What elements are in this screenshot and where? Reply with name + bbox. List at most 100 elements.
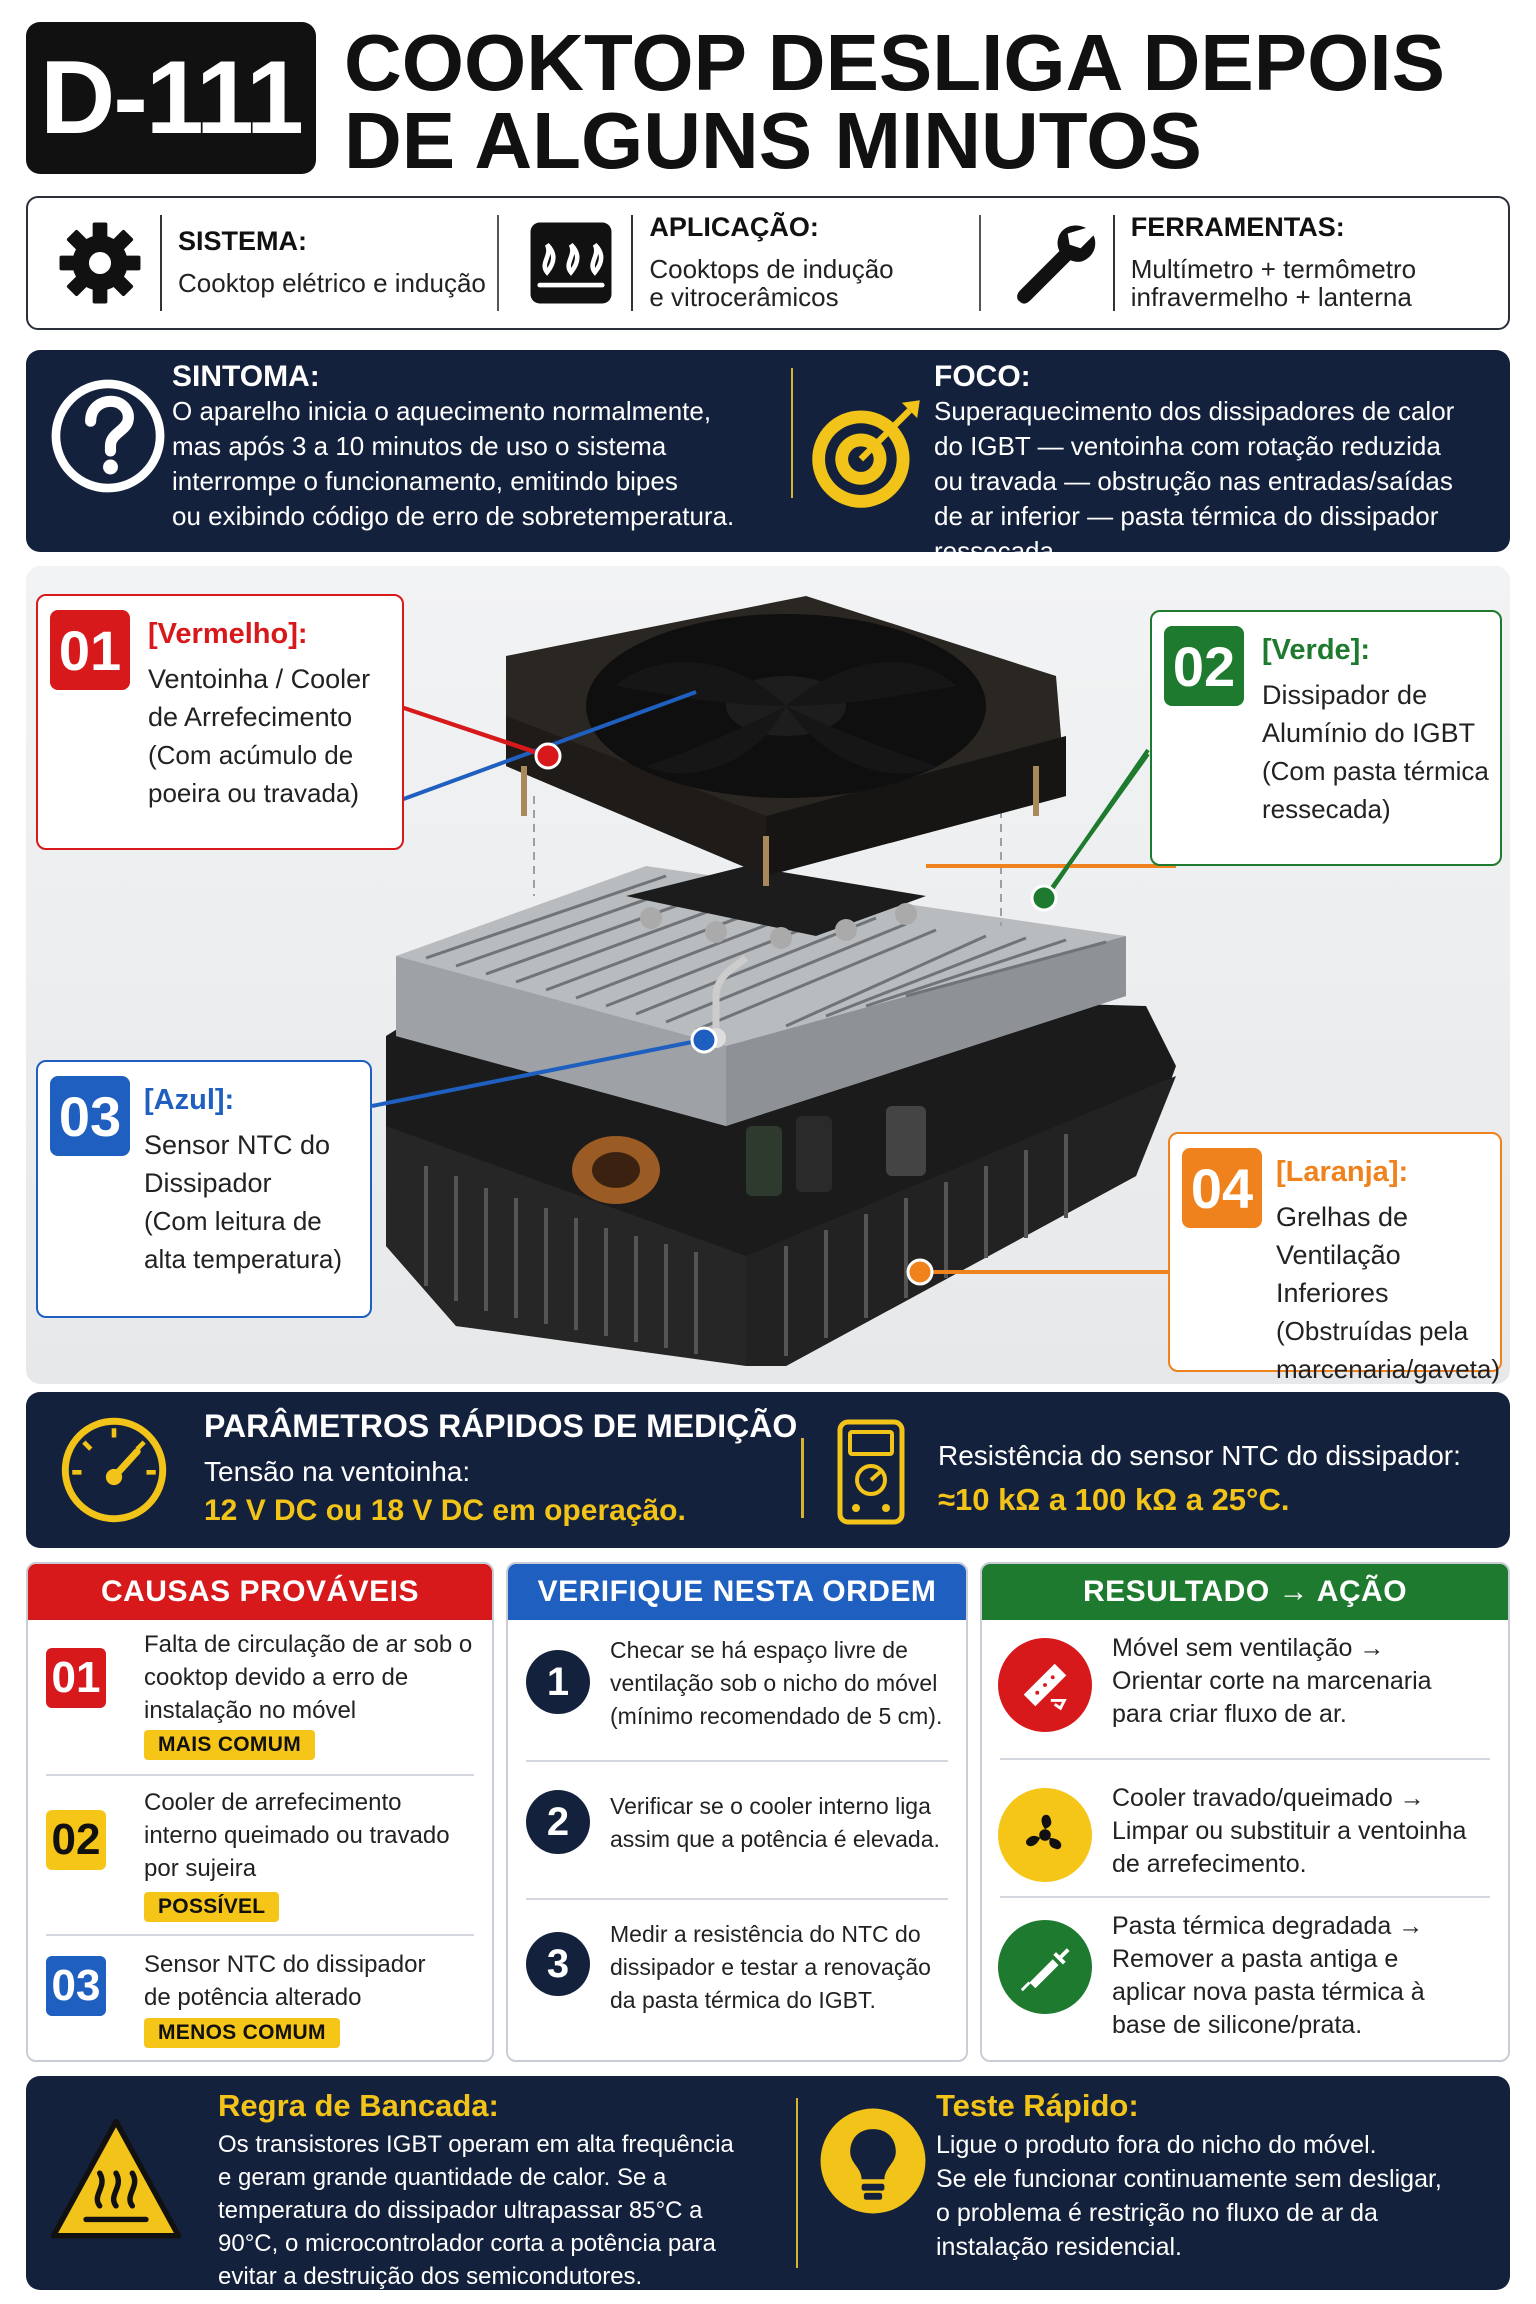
teste-line: o problema é restrição no fluxo de ar da bbox=[936, 2199, 1378, 2227]
callout-sub: poeira ou travada) bbox=[148, 778, 360, 808]
likelihood-badge: MENOS COMUM bbox=[144, 2018, 340, 2048]
sintoma-block: SINTOMA: O aparelho inicia o aquecimento… bbox=[172, 360, 772, 534]
callout-01-fan: 01 [Vermelho]: Ventoinha / Cooler de Arr… bbox=[36, 594, 404, 850]
foco-block: FOCO: Superaquecimento dos dissipadores … bbox=[934, 360, 1504, 569]
callout-line: Dissipador de bbox=[1262, 680, 1428, 710]
params-panel: PARÂMETROS RÁPIDOS DE MEDIÇÃO Tensão na … bbox=[26, 1392, 1510, 1548]
result-text: Móvel sem ventilação → Orientar corte na… bbox=[1112, 1632, 1432, 1731]
page-title: COOKTOP DESLIGA DEPOIS DE ALGUNS MINUTOS bbox=[344, 23, 1445, 185]
causa-line: instalação no móvel bbox=[144, 1697, 357, 1724]
callout-title: [Azul]: bbox=[144, 1084, 235, 1116]
causa-line: Cooler de arrefecimento bbox=[144, 1789, 402, 1816]
regra-line: evitar a destruição dos semicondutores. bbox=[218, 2263, 643, 2290]
step-number: 3 bbox=[526, 1932, 590, 1996]
teste-text: Ligue o produto fora do nicho do móvel. … bbox=[936, 2128, 1496, 2264]
result-line: Orientar corte na marcenaria bbox=[1112, 1667, 1432, 1695]
sintoma-line: O aparelho inicia o aquecimento normalme… bbox=[172, 396, 712, 426]
resultado-column: RESULTADO → AÇÃO Móvel sem ventilação → … bbox=[980, 1562, 1510, 2062]
callout-line: de Arrefecimento bbox=[148, 702, 353, 732]
callout-sub: (Obstruídas pela bbox=[1276, 1316, 1469, 1346]
step-number: 1 bbox=[526, 1650, 590, 1714]
sintoma-line: interrompe o funcionamento, emitindo bip… bbox=[172, 466, 678, 496]
gear-icon bbox=[50, 213, 150, 313]
title-line-2: DE ALGUNS MINUTOS bbox=[344, 96, 1202, 185]
step-text: Medir a resistência do NTC do dissipador… bbox=[610, 1918, 931, 2017]
gauge-icon bbox=[56, 1412, 172, 1528]
causa-line: Falta de circulação de ar sob o bbox=[144, 1631, 473, 1658]
fan-icon bbox=[998, 1788, 1092, 1882]
info-sistema: SISTEMA: Cooktop elétrico e indução bbox=[28, 198, 497, 328]
causa-text: Cooler de arrefecimento interno queimado… bbox=[144, 1786, 450, 1885]
sintoma-line: mas após 3 a 10 minutos de uso o sistema bbox=[172, 431, 667, 461]
step-line: Verificar se o cooler interno liga bbox=[610, 1793, 931, 1819]
callout-title: [Verde]: bbox=[1262, 634, 1370, 666]
step-text: Verificar se o cooler interno liga assim… bbox=[610, 1790, 940, 1856]
regra-label: Regra de Bancada: bbox=[218, 2088, 499, 2123]
result-line: Pasta térmica degradada → bbox=[1112, 1912, 1424, 1940]
sintoma-label: SINTOMA: bbox=[172, 360, 320, 393]
sistema-value: Cooktop elétrico e indução bbox=[178, 267, 486, 298]
callout-04-vents: 04 [Laranja]: Grelhas de Ventilação Infe… bbox=[1168, 1132, 1502, 1384]
result-line: aplicar nova pasta térmica à bbox=[1112, 1978, 1425, 2006]
callout-text: Ventoinha / Cooler de Arrefecimento (Com… bbox=[148, 660, 370, 812]
teste-line: instalação residencial. bbox=[936, 2233, 1182, 2261]
params-left-label: Tensão na ventoinha: bbox=[204, 1456, 471, 1487]
foco-text: Superaquecimento dos dissipadores de cal… bbox=[934, 394, 1504, 569]
callout-02-heatsink: 02 [Verde]: Dissipador de Alumínio do IG… bbox=[1150, 610, 1502, 866]
callout-number: 04 bbox=[1182, 1148, 1262, 1228]
symptom-panel: SINTOMA: O aparelho inicia o aquecimento… bbox=[26, 350, 1510, 566]
causa-line: de potência alterado bbox=[144, 1984, 362, 2011]
wrench-icon bbox=[1003, 213, 1103, 313]
callout-number: 01 bbox=[50, 610, 130, 690]
foco-line: de ar inferior — pasta térmica do dissip… bbox=[934, 501, 1439, 531]
callout-text: Dissipador de Alumínio do IGBT (Com past… bbox=[1262, 676, 1489, 828]
target-icon bbox=[802, 390, 930, 518]
step-line: da pasta térmica do IGBT. bbox=[610, 1987, 876, 2013]
step-line: (mínimo recomendado de 5 cm). bbox=[610, 1703, 943, 1729]
info-strip: SISTEMA: Cooktop elétrico e indução APLI… bbox=[26, 196, 1510, 330]
step-line: ventilação sob o nicho do móvel bbox=[610, 1670, 938, 1696]
ferramentas-value: Multímetro + termômetro infravermelho + … bbox=[1131, 251, 1416, 315]
aplicacao-line-1: Cooktops de indução bbox=[649, 253, 894, 284]
hot-surface-warning-icon bbox=[48, 2116, 184, 2244]
result-line: Limpar ou substituir a ventoinha bbox=[1112, 1817, 1467, 1845]
step-line: Medir a resistência do NTC do bbox=[610, 1921, 921, 1947]
params-right-value: ≈10 kΩ a 100 kΩ a 25°C. bbox=[938, 1482, 1290, 1517]
callout-text: Sensor NTC do Dissipador (Com leitura de… bbox=[144, 1126, 342, 1278]
result-line: Cooler travado/queimado → bbox=[1112, 1784, 1425, 1812]
saw-icon bbox=[998, 1638, 1092, 1732]
result-line: Móvel sem ventilação → bbox=[1112, 1634, 1385, 1662]
result-text: Pasta térmica degradada → Remover a past… bbox=[1112, 1910, 1425, 2042]
aplicacao-label: APLICAÇÃO: bbox=[649, 211, 819, 242]
causa-number: 03 bbox=[46, 1956, 106, 2016]
callout-line: Alumínio do IGBT bbox=[1262, 718, 1476, 748]
foco-line: ou travada — obstrução nas entradas/saíd… bbox=[934, 466, 1453, 496]
callout-line: Ventoinha / Cooler bbox=[148, 664, 371, 694]
sistema-label: SISTEMA: bbox=[178, 225, 308, 256]
causa-line: Sensor NTC do dissipador bbox=[144, 1951, 426, 1978]
causa-number: 01 bbox=[46, 1648, 106, 1708]
callout-03-ntc: 03 [Azul]: Sensor NTC do Dissipador (Com… bbox=[36, 1060, 372, 1318]
cooktop-heat-icon bbox=[521, 213, 621, 313]
teste-line: Ligue o produto fora do nicho do móvel. bbox=[936, 2131, 1377, 2159]
step-text: Checar se há espaço livre de ventilação … bbox=[610, 1634, 942, 1733]
causas-column: CAUSAS PROVÁVEIS 01 Falta de circulação … bbox=[26, 1562, 494, 2062]
syringe-icon bbox=[998, 1920, 1092, 2014]
foco-label: FOCO: bbox=[934, 360, 1031, 393]
regra-line: Os transistores IGBT operam em alta freq… bbox=[218, 2131, 734, 2158]
likelihood-badge: MAIS COMUM bbox=[144, 1730, 315, 1760]
component-diagram: 01 [Vermelho]: Ventoinha / Cooler de Arr… bbox=[26, 566, 1510, 1384]
result-line: para criar fluxo de ar. bbox=[1112, 1700, 1347, 1728]
foco-line: Superaquecimento dos dissipadores de cal… bbox=[934, 396, 1455, 426]
likelihood-badge: POSSÍVEL bbox=[144, 1892, 280, 1922]
teste-label: Teste Rápido: bbox=[936, 2088, 1139, 2123]
callout-title: [Vermelho]: bbox=[148, 618, 308, 650]
foco-line: do IGBT — ventoinha com rotação reduzida bbox=[934, 431, 1441, 461]
callout-sub: (Com acúmulo de bbox=[148, 740, 354, 770]
cooling-fan bbox=[506, 596, 1066, 886]
teste-line: Se ele funcionar continuamente sem desli… bbox=[936, 2165, 1442, 2193]
causa-line: interno queimado ou travado bbox=[144, 1822, 450, 1849]
result-line: Remover a pasta antiga e bbox=[1112, 1945, 1399, 1973]
causa-text: Falta de circulação de ar sob o cooktop … bbox=[144, 1628, 472, 1727]
regra-line: e geram grande quantidade de calor. Se a bbox=[218, 2164, 667, 2191]
